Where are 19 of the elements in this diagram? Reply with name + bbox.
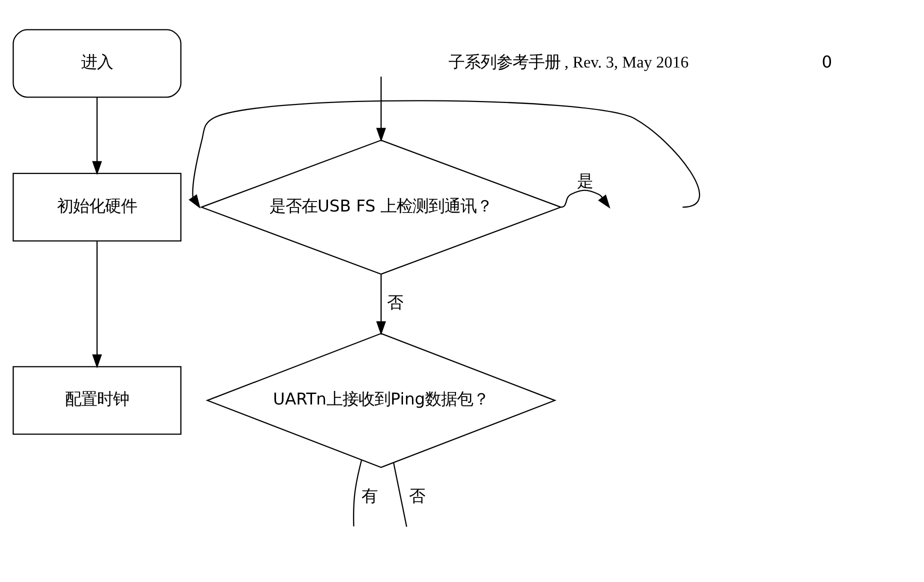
arrow	[92, 97, 102, 176]
label: 0	[822, 52, 832, 72]
edge-label: 否	[409, 486, 426, 506]
edge-label: 有	[361, 486, 378, 506]
arrow	[188, 100, 700, 209]
edge-label: 是	[576, 171, 593, 190]
label: 子系列参考手册 , Rev. 3, May 2016	[448, 52, 689, 72]
node-box: 配置时钟	[12, 366, 182, 435]
arrow	[376, 274, 386, 336]
arrow	[376, 76, 386, 142]
node-diamond: 是否在USB FS 上检测到通讯？	[200, 140, 562, 275]
connector	[353, 460, 362, 526]
connector	[393, 462, 408, 527]
node-box: 初始化硬件	[12, 172, 182, 242]
node-diamond: UARTn上接收到Ping数据包？	[206, 332, 556, 468]
node-box: 进入	[12, 29, 182, 98]
arrow	[92, 241, 102, 368]
edge-label: 否	[387, 293, 404, 312]
arrow	[560, 190, 610, 209]
